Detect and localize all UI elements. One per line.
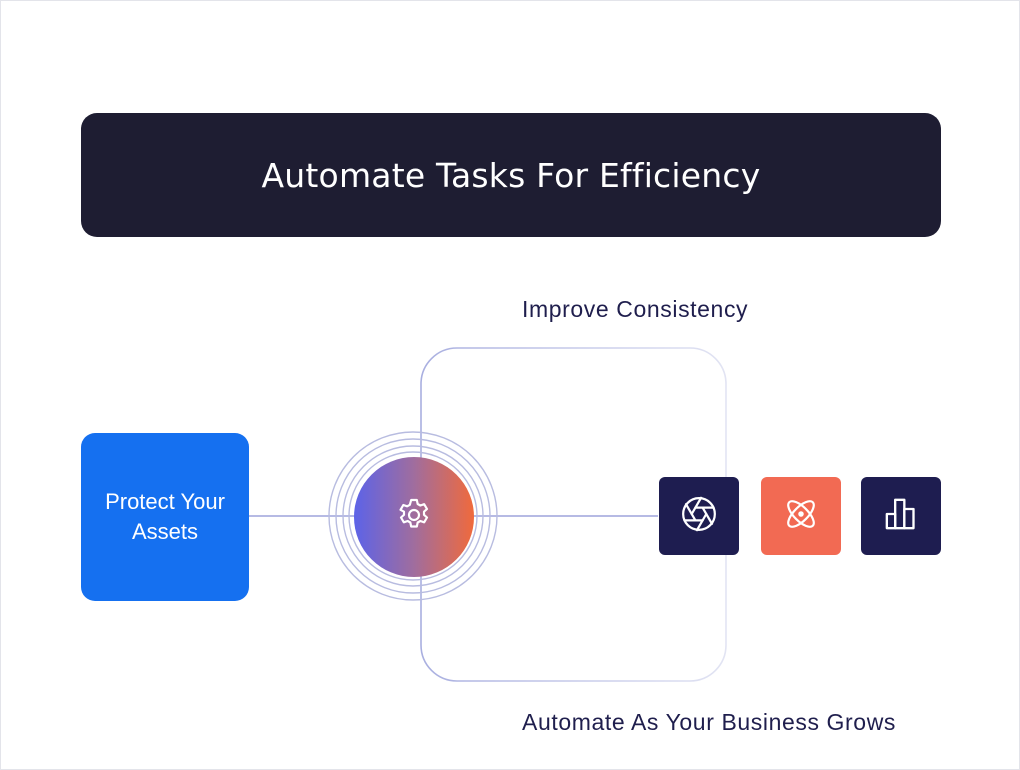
hub-ring-inner xyxy=(348,451,478,581)
protect-assets-label: Protect Your Assets xyxy=(105,489,225,544)
hub-ring-outer xyxy=(328,431,498,601)
automation-hub xyxy=(354,457,474,577)
title-banner: Automate Tasks For Efficiency xyxy=(81,113,941,237)
bar-chart-icon xyxy=(881,494,921,539)
diagram-title: Automate Tasks For Efficiency xyxy=(261,155,761,195)
label-improve-consistency: Improve Consistency xyxy=(522,296,749,322)
atom-tile xyxy=(761,477,841,555)
bar-chart-tile xyxy=(861,477,941,555)
hub-ring-2 xyxy=(342,445,484,587)
aperture-icon xyxy=(680,495,718,538)
gear-icon xyxy=(394,495,434,540)
protect-assets-box: Protect Your Assets xyxy=(81,433,249,601)
hub-ring-3 xyxy=(335,438,491,594)
atom-icon xyxy=(781,494,821,539)
label-automate-growth: Automate As Your Business Grows xyxy=(522,709,897,735)
aperture-tile xyxy=(659,477,739,555)
